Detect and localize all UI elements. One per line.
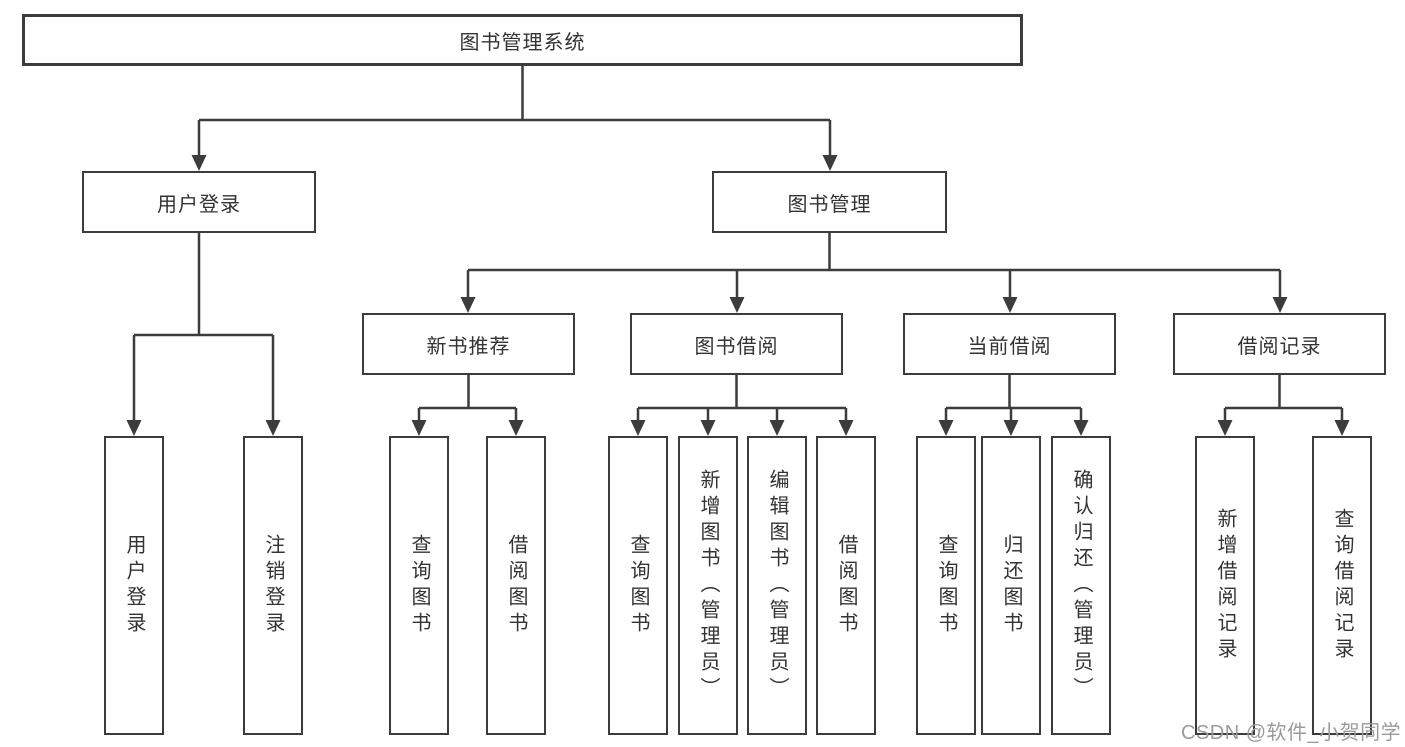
node-label: 当前借阅 <box>967 335 1052 358</box>
node-label: 借阅图书 <box>505 533 527 638</box>
leaf-borrow-books: 借阅图书 <box>816 436 876 735</box>
node-book-borrowing: 图书借阅 <box>630 313 843 375</box>
leaf-edit-books-admin: 编辑图书（管理员） <box>747 436 807 735</box>
node-library-management-system: 图书管理系统 <box>22 14 1023 66</box>
arrowhead <box>1272 297 1288 313</box>
edge-user-login-to-leaves <box>132 233 275 423</box>
node-label: 图书借阅 <box>694 335 779 358</box>
node-label: 注销登录 <box>262 533 284 638</box>
arrowhead <box>1003 420 1019 436</box>
arrowhead <box>1002 297 1018 313</box>
node-label: 新增借阅记录 <box>1214 507 1236 664</box>
leaf-logout: 注销登录 <box>243 436 303 735</box>
node-new-book-recommend: 新书推荐 <box>362 313 575 375</box>
node-label: 归还图书 <box>1000 533 1022 638</box>
arrowhead <box>1073 420 1089 436</box>
edge-book-borrow-to-leaves <box>636 375 848 423</box>
edge-new-book-rec-to-leaves <box>417 375 518 423</box>
node-label: 借阅图书 <box>835 533 857 638</box>
node-label: 查询借阅记录 <box>1331 507 1353 664</box>
node-label: 查询图书 <box>408 533 430 638</box>
arrowhead <box>1334 420 1350 436</box>
node-current-borrowing: 当前借阅 <box>903 313 1116 375</box>
csdn-watermark: CSDN @软件_小贺同学 <box>1181 722 1402 744</box>
arrowhead <box>729 297 745 313</box>
arrowhead <box>191 155 207 171</box>
arrowhead <box>460 297 476 313</box>
node-label: 图书管理 <box>787 193 872 216</box>
node-label: 查询图书 <box>935 533 957 638</box>
node-label: 借阅记录 <box>1237 335 1322 358</box>
leaf-add-books-admin: 新增图书（管理员） <box>678 436 738 735</box>
leaf-return-books: 归还图书 <box>981 436 1041 735</box>
edge-book-mgmt-to-level3 <box>466 233 1282 300</box>
leaf-add-borrow-record: 新增借阅记录 <box>1195 436 1255 735</box>
edge-current-borrow-to-leaves <box>944 375 1083 423</box>
connector-paths <box>132 66 1344 423</box>
node-borrowing-records: 借阅记录 <box>1173 313 1386 375</box>
arrowhead <box>508 420 524 436</box>
node-label: 新书推荐 <box>426 335 511 358</box>
arrowhead <box>700 420 716 436</box>
arrowhead <box>838 420 854 436</box>
node-book-management: 图书管理 <box>712 171 947 233</box>
arrowheads <box>126 155 1350 436</box>
arrowhead <box>411 420 427 436</box>
arrowhead <box>1217 420 1233 436</box>
edge-borrow-record-to-leaves <box>1223 375 1344 423</box>
arrowhead <box>769 420 785 436</box>
node-label: 用户登录 <box>123 533 145 638</box>
node-label: 确认归还（管理员） <box>1070 468 1092 703</box>
leaf-query-books-borrow: 查询图书 <box>608 436 668 735</box>
edge-root-to-level2 <box>197 66 832 158</box>
node-label: 查询图书 <box>627 533 649 638</box>
arrowhead <box>938 420 954 436</box>
leaf-user-login: 用户登录 <box>104 436 164 735</box>
node-label: 新增图书（管理员） <box>697 468 719 703</box>
node-user-login: 用户登录 <box>82 171 316 233</box>
leaf-query-borrow-record: 查询借阅记录 <box>1312 436 1372 735</box>
node-label: 图书管理系统 <box>459 31 586 54</box>
arrowhead <box>126 420 142 436</box>
arrowhead <box>630 420 646 436</box>
node-label: 编辑图书（管理员） <box>766 468 788 703</box>
leaf-query-books-current: 查询图书 <box>916 436 976 735</box>
leaf-query-books-recommend: 查询图书 <box>389 436 449 735</box>
leaf-borrow-books-recommend: 借阅图书 <box>486 436 546 735</box>
leaf-confirm-return-admin: 确认归还（管理员） <box>1051 436 1111 735</box>
arrowhead <box>265 420 281 436</box>
arrowhead <box>822 155 838 171</box>
node-label: 用户登录 <box>157 193 241 216</box>
